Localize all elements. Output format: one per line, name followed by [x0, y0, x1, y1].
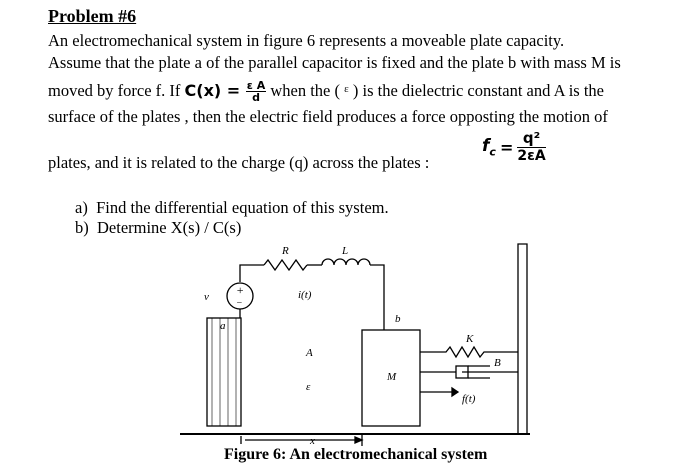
label-B: B [494, 357, 501, 369]
capacitance-expression: C(x) = [184, 81, 246, 100]
label-b: b [395, 313, 401, 325]
force-numerator: q² [517, 130, 546, 148]
problem-line-4: surface of the plates , then the electri… [48, 107, 608, 126]
line3-text-a: moved by force f. If [48, 81, 185, 100]
wire-top-left [239, 264, 264, 272]
force-symbol: fc [482, 136, 496, 159]
question-b-text: Determine X(s) / C(s) [97, 218, 242, 237]
force-equals: = [499, 138, 514, 157]
spring [420, 345, 518, 359]
label-K: K [465, 333, 474, 345]
capacitance-denominator: d [252, 91, 260, 105]
right-wall [517, 243, 528, 435]
line3-text-b: when the ( [266, 81, 345, 100]
label-M: M [386, 371, 397, 383]
plate-a [206, 317, 242, 427]
problem-line-2: Assume that the plate a of the parallel … [48, 53, 621, 72]
question-b: b) Determine X(s) / C(s) [75, 218, 241, 238]
label-a: a [220, 320, 226, 332]
line3-text-c: ) is the dielectric constant and A is th… [348, 81, 604, 100]
problem-title: Problem #6 [48, 6, 137, 26]
question-a: a) Find the differential equation of thi… [75, 198, 389, 218]
label-minus: − [236, 298, 243, 309]
wire-top-right [370, 264, 385, 330]
resistor [263, 258, 308, 272]
figure-caption: Figure 6: An electromechanical system [224, 446, 488, 463]
mass-block [361, 329, 421, 427]
capacitance-numerator: ε A [245, 79, 267, 93]
label-R: R [281, 245, 289, 257]
force-denominator: 2εA [517, 148, 546, 164]
label-x: x [309, 435, 315, 447]
question-b-marker: b) [75, 218, 89, 237]
problem-line-5: plates, and it is related to the charge … [48, 153, 430, 172]
label-L: L [341, 245, 348, 257]
label-force: f(t) [462, 393, 476, 405]
epsilon-symbol: ε [344, 83, 349, 95]
problem-line-1: An electromechanical system in figure 6 … [48, 31, 565, 50]
label-plus: + [236, 283, 244, 297]
label-epsilon: ε [306, 381, 311, 393]
question-a-text: Find the differential equation of this s… [96, 198, 389, 217]
inductor [321, 258, 371, 266]
plate-a-hatch [211, 318, 237, 426]
label-current: i(t) [298, 289, 312, 301]
label-A: A [305, 347, 313, 359]
question-a-marker: a) [75, 198, 88, 217]
label-v: v [204, 291, 209, 303]
